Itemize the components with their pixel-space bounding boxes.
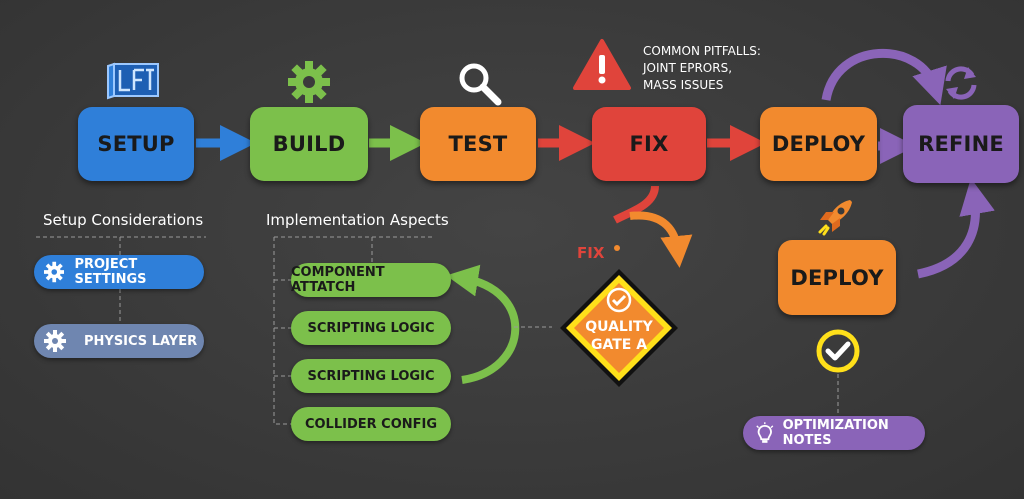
fix-label: FIX: [577, 244, 605, 262]
quality-gate[interactable]: QUALITY GATE A: [558, 267, 680, 389]
optimization-notes-label: OPTIMIZATION NOTES: [782, 418, 889, 448]
deploy-node[interactable]: DEPLOY: [760, 107, 877, 181]
implementation-item-collider-config[interactable]: COLLIDER CONFIG: [291, 407, 451, 441]
lightbulb-icon: [756, 422, 774, 443]
project-settings-pill[interactable]: PROJECT SETTINGS: [34, 255, 204, 289]
quality-gate-line-2: GATE A: [590, 337, 648, 353]
gear-icon: [44, 261, 65, 283]
fix-node[interactable]: FIX: [592, 107, 706, 181]
physics-layer-pill[interactable]: PHYSICS LAYER: [34, 324, 204, 358]
loop-deploy-refine: [821, 49, 947, 106]
setup-considerations-title: Setup Considerations: [43, 211, 204, 229]
arrow-deploy2-refine: [917, 178, 995, 279]
dashed-guides: [36, 236, 839, 425]
implementation-item-scripting-logic-2[interactable]: SCRIPTING LOGIC: [291, 359, 451, 393]
optimization-notes-pill[interactable]: OPTIMIZATION NOTES: [743, 416, 925, 450]
implementation-item-component-attach[interactable]: COMPONENT ATTATCH: [291, 263, 451, 297]
setup-node[interactable]: SETUP: [78, 107, 194, 181]
physics-layer-label: PHYSICS LAYER: [84, 333, 198, 349]
check-icon: [816, 329, 860, 373]
gear-icon: [44, 330, 66, 352]
implementation-item-scripting-logic[interactable]: SCRIPTING LOGIC: [291, 311, 451, 345]
quality-gate-line-1: QUALITY: [585, 319, 653, 335]
build-node[interactable]: BUILD: [250, 107, 368, 181]
implementation-aspects-title: Implementation Aspects: [266, 211, 449, 229]
pitfalls-line-1: COMMON PITFALLS:: [643, 44, 761, 58]
project-settings-label: PROJECT SETTINGS: [74, 257, 147, 287]
magnifier-icon: [459, 63, 502, 106]
blueprint-icon: [107, 62, 159, 100]
pitfalls-line-2: JOINT EPRORS,: [643, 61, 733, 75]
gear-icon: [288, 61, 330, 103]
refine-node[interactable]: REFINE: [903, 105, 1019, 183]
fix-dot: [614, 245, 620, 251]
pitfalls-line-3: MASS ISSUES: [643, 78, 724, 92]
rocket-icon: [818, 200, 852, 236]
quality-gate-diamond: [560, 269, 678, 387]
arrow-gate-return: [446, 264, 520, 384]
cycle-icon: [945, 66, 977, 100]
warning-icon: [573, 39, 631, 90]
check-icon: [606, 287, 632, 313]
deploy-secondary-node[interactable]: DEPLOY: [778, 240, 896, 315]
test-node[interactable]: TEST: [420, 107, 536, 181]
arrow-fix-down: [613, 185, 659, 224]
arrow-fix-down-orange: [629, 211, 693, 268]
